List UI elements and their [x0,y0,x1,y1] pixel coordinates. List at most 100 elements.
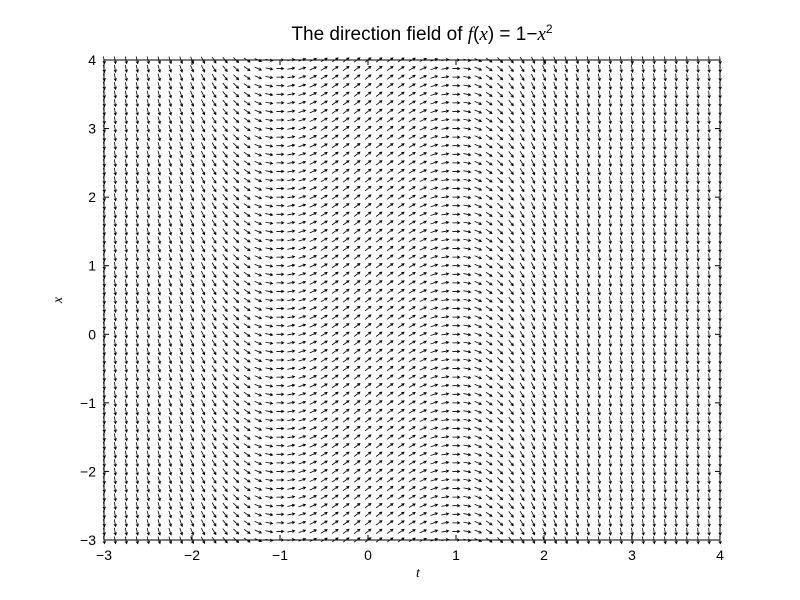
field-arrow [222,254,228,261]
field-arrow [463,101,472,105]
field-arrow [530,510,536,519]
field-arrow [287,195,296,199]
field-arrow [375,228,383,234]
field-arrow [674,313,678,322]
field-arrow [441,160,450,165]
field-arrow [342,151,350,157]
field-arrow [497,511,504,518]
field-arrow [190,407,195,416]
field-arrow [397,426,405,431]
field-arrow [696,364,700,374]
field-arrow [331,288,339,294]
field-arrow [397,117,405,123]
field-arrow [553,185,558,193]
field-arrow [135,124,139,133]
field-arrow [200,245,206,253]
field-arrow [441,315,450,319]
field-arrow [309,460,318,465]
field-arrow [452,512,461,516]
field-arrow [287,426,296,430]
field-arrow [586,236,590,245]
field-arrow [619,82,623,91]
field-arrow [542,287,547,296]
field-arrow [135,339,139,348]
field-arrow [485,220,493,226]
field-arrow [298,203,307,208]
field-arrow [553,287,558,296]
field-arrow [287,340,296,345]
field-arrow [707,116,711,125]
field-arrow [375,160,383,166]
field-arrow [619,304,623,313]
field-arrow [663,356,667,365]
field-arrow [168,322,173,330]
field-arrow [200,425,206,433]
field-arrow [353,228,361,234]
field-arrow [530,82,536,90]
field-arrow [430,246,439,251]
field-arrow [553,322,558,330]
field-arrow [619,502,623,511]
field-arrow [575,193,579,202]
field-arrow [508,322,514,330]
field-arrow [597,390,601,399]
field-arrow [211,193,217,201]
field-arrow [375,194,383,200]
field-arrow [597,210,601,219]
field-arrow [353,100,361,106]
field-arrow [608,356,612,365]
field-arrow [707,519,711,528]
field-arrow [113,347,117,356]
field-arrow [608,99,612,108]
field-arrow [474,435,483,440]
field-arrow [309,529,318,534]
field-arrow [696,450,700,459]
field-arrow [586,142,590,151]
field-arrow [254,135,263,140]
field-arrow [597,382,601,391]
field-arrow [452,384,461,388]
field-arrow [652,467,656,476]
field-arrow [342,443,350,449]
field-arrow [298,452,307,456]
field-arrow [364,331,372,337]
field-arrow [530,382,536,390]
field-arrow [364,477,372,483]
field-arrow [397,237,405,243]
field-arrow [276,495,285,499]
field-arrow [276,144,285,148]
field-arrow [309,289,318,294]
field-arrow [564,287,569,296]
field-arrow [519,296,525,304]
field-arrow [575,270,579,279]
field-arrow [463,427,472,431]
field-arrow [113,253,117,262]
field-arrow [397,254,405,260]
field-arrow [463,461,472,465]
field-arrow [696,210,700,219]
field-arrow [508,399,514,407]
field-arrow [696,467,700,476]
field-arrow [663,167,667,176]
field-arrow [419,306,428,311]
field-arrow [386,374,394,380]
field-arrow [331,391,339,397]
field-arrow [452,101,461,105]
field-arrow [309,220,318,225]
field-arrow [265,435,274,440]
field-arrow [211,168,217,176]
field-arrow [157,124,161,133]
field-arrow [320,477,328,483]
field-arrow [375,202,383,209]
field-arrow [530,467,536,476]
field-arrow [564,330,569,339]
field-arrow [190,296,195,305]
field-arrow [135,527,139,536]
field-arrow [674,210,678,219]
field-arrow [331,134,339,140]
field-arrow [157,236,161,245]
field-arrow [254,495,263,500]
field-arrow [674,124,678,134]
field-arrow [452,341,461,345]
field-arrow [320,229,328,234]
